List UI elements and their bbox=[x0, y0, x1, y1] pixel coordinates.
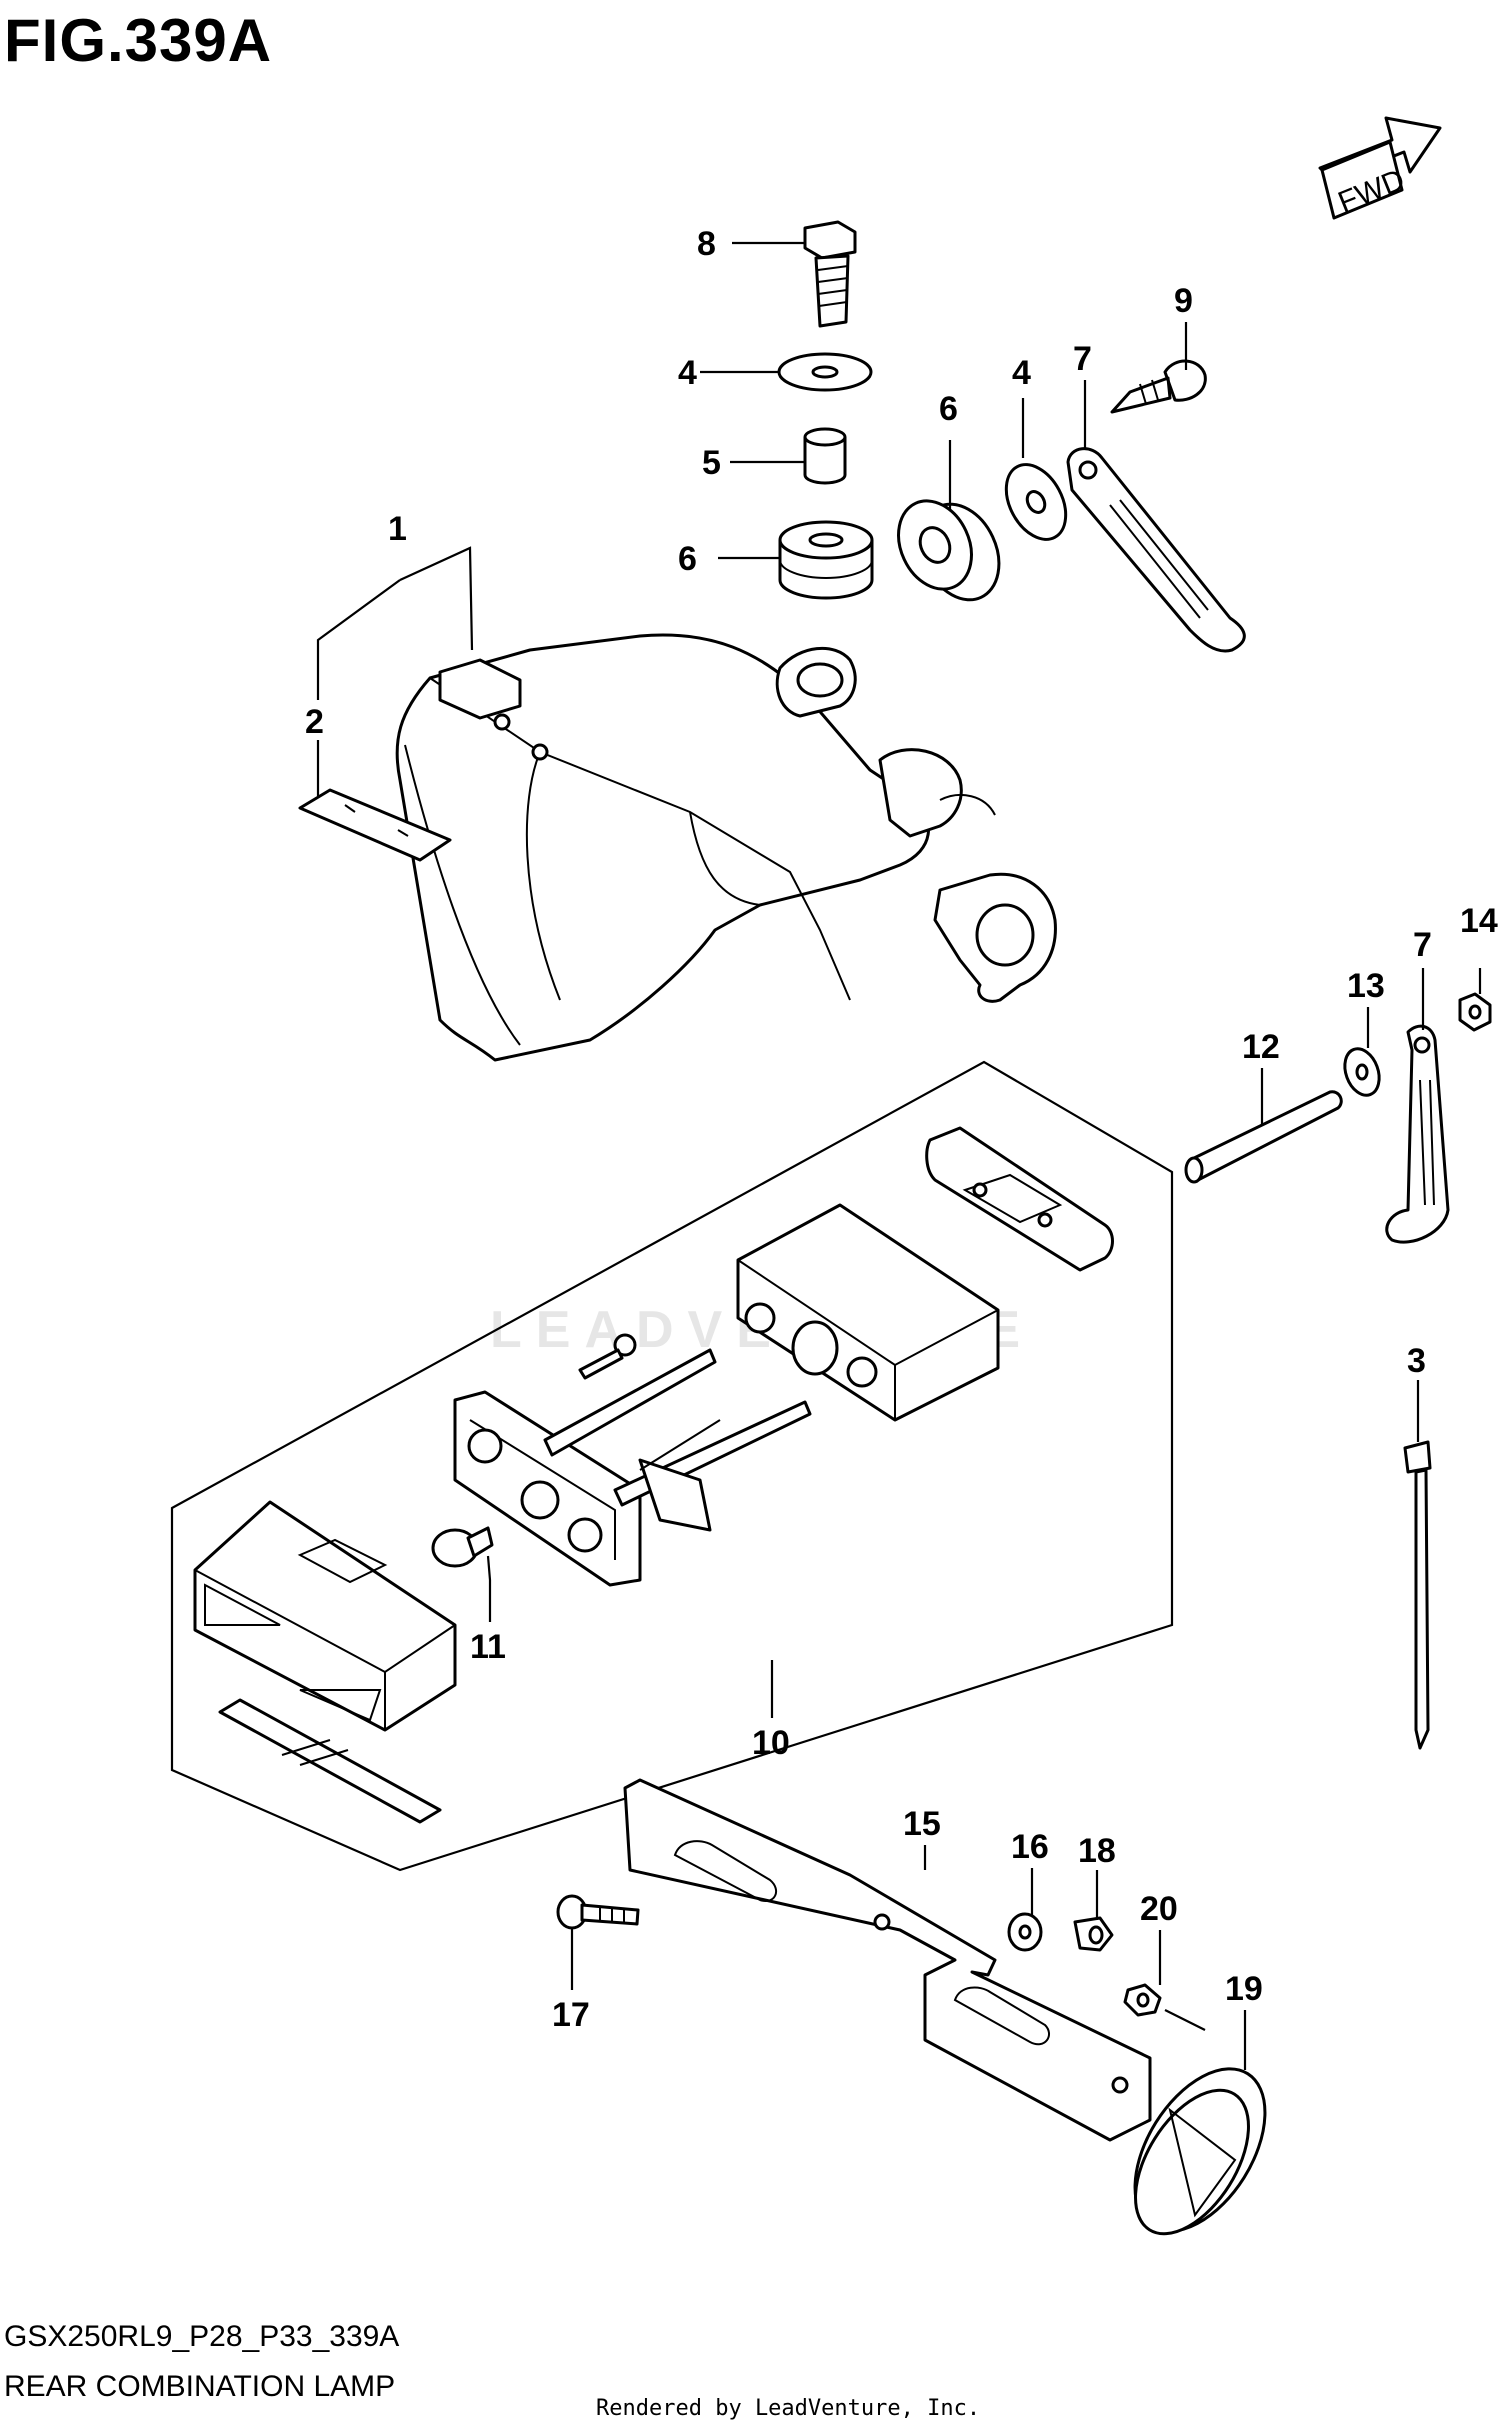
callout-11: 11 bbox=[470, 1628, 506, 1666]
callout-17: 17 bbox=[552, 1996, 590, 2034]
part-gasket bbox=[925, 1126, 1114, 1272]
figure-title: FIG.339A bbox=[4, 7, 273, 74]
callout-15: 15 bbox=[903, 1805, 941, 1843]
callout-6-right: 6 bbox=[939, 390, 958, 428]
part-screw-assembly bbox=[578, 1333, 637, 1380]
part-plate-2 bbox=[298, 788, 452, 862]
part-screw-9 bbox=[1110, 359, 1207, 414]
callout-5: 5 bbox=[702, 444, 721, 482]
assembly-outline-10 bbox=[170, 1060, 1174, 1872]
part-collar-18 bbox=[1073, 1916, 1114, 1952]
diagram-caption: REAR COMBINATION LAMP bbox=[4, 2370, 396, 2403]
callout-2: 2 bbox=[305, 703, 324, 741]
part-grommet-6-left bbox=[778, 520, 874, 600]
callout-8: 8 bbox=[697, 225, 716, 263]
part-rod-12 bbox=[1184, 1090, 1343, 1184]
part-lens bbox=[193, 1500, 457, 1732]
callout-14: 14 bbox=[1460, 902, 1498, 940]
part-nut-14 bbox=[1458, 992, 1492, 1032]
part-reflector-strip bbox=[218, 1698, 442, 1824]
part-bulb-11 bbox=[431, 1526, 494, 1568]
part-washer-13 bbox=[1343, 1047, 1381, 1097]
callout-1: 1 bbox=[388, 510, 407, 548]
callout-4-upper: 4 bbox=[678, 354, 697, 392]
part-stay-7-upper bbox=[1066, 447, 1246, 653]
callout-6-left: 6 bbox=[678, 540, 697, 578]
rendered-by-credit: Rendered by LeadVenture, Inc. bbox=[596, 2396, 981, 2421]
part-cable-tie-3 bbox=[1403, 1440, 1432, 1750]
part-washer-16 bbox=[1007, 1912, 1043, 1952]
leader-lines bbox=[316, 241, 1482, 2070]
callout-9: 9 bbox=[1174, 282, 1193, 320]
part-washer-4-upper bbox=[777, 352, 873, 392]
part-bolt-8 bbox=[803, 220, 857, 328]
part-grommet-6-right bbox=[897, 499, 1001, 602]
part-bracket-15 bbox=[623, 1778, 1152, 2142]
callout-4-right: 4 bbox=[1012, 354, 1031, 392]
part-washer-4-right bbox=[1004, 463, 1068, 541]
callout-3: 3 bbox=[1407, 1342, 1426, 1380]
part-tail-lamp-housing-1 bbox=[395, 633, 1057, 1062]
part-socket-plate bbox=[453, 1348, 812, 1587]
callout-13: 13 bbox=[1347, 967, 1385, 1005]
part-bolt-17 bbox=[556, 1894, 640, 1930]
part-stay-7-lower bbox=[1385, 1024, 1450, 1244]
callout-18: 18 bbox=[1078, 1832, 1116, 1870]
part-lamp-case bbox=[736, 1203, 1000, 1422]
callout-20: 20 bbox=[1140, 1890, 1178, 1928]
part-reflector-19 bbox=[1133, 2067, 1267, 2236]
callout-labels: 1 2 3 4 4 5 6 6 7 7 8 9 10 11 12 13 14 1… bbox=[305, 225, 1498, 2034]
model-code: GSX250RL9_P28_P33_339A bbox=[4, 2320, 400, 2353]
part-collar-5 bbox=[803, 427, 847, 485]
fwd-arrow-icon: FWD bbox=[1318, 116, 1442, 220]
part-nut-20 bbox=[1123, 1983, 1162, 2017]
callout-19: 19 bbox=[1225, 1970, 1263, 2008]
callout-16: 16 bbox=[1011, 1828, 1049, 1866]
callout-12: 12 bbox=[1242, 1028, 1280, 1066]
callout-10: 10 bbox=[752, 1724, 790, 1762]
callout-7-lower: 7 bbox=[1413, 926, 1432, 964]
callout-7-upper: 7 bbox=[1073, 340, 1092, 378]
